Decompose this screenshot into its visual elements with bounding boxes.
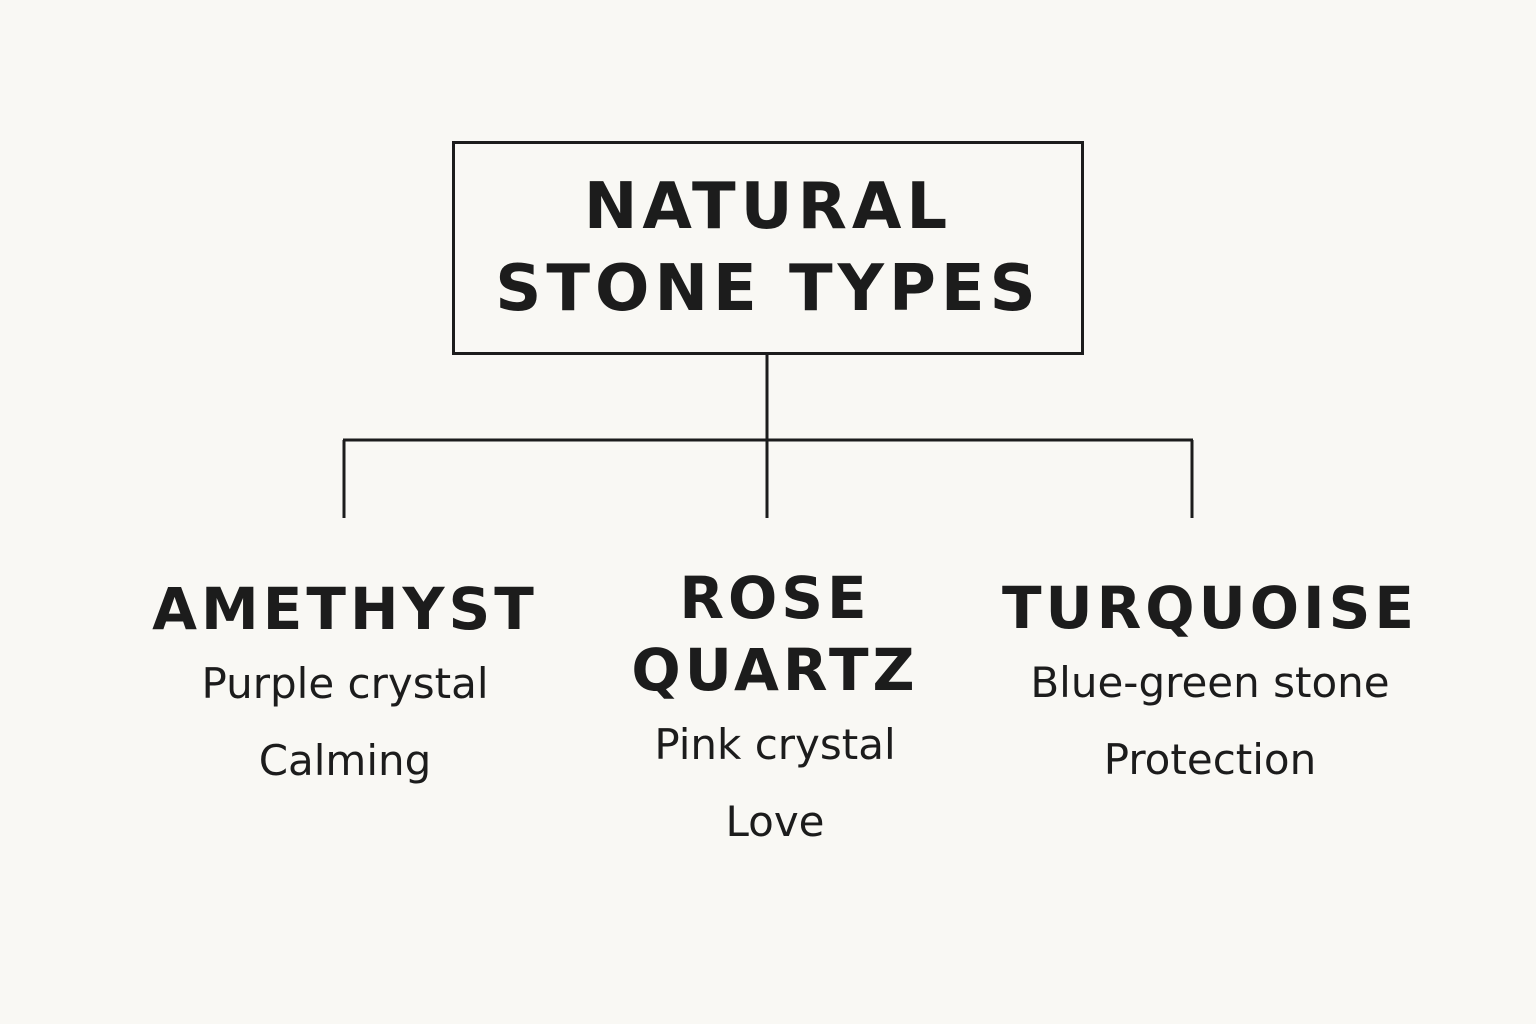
branch-title-line-2: QUARTZ [631,636,919,704]
branch-title: TURQUOISE [1001,574,1418,642]
root-title-line-1: NATURAL [583,170,953,244]
branch-title-line-1: ROSE [679,564,871,632]
branch-detail: Purple crystal [201,659,489,708]
branch-title: AMETHYST [152,575,538,643]
root-node: NATURAL STONE TYPES [452,141,1084,355]
branch-amethyst: AMETHYST Purple crystal Calming [140,573,550,799]
branch-detail: Calming [258,736,432,785]
branch-detail: Love [725,797,825,846]
branch-turquoise: TURQUOISE Blue-green stone Protection [1000,572,1420,798]
branch-rose-quartz: ROSE QUARTZ Pink crystal Love [585,562,965,860]
branch-detail: Pink crystal [654,720,896,769]
branch-detail: Blue-green stone [1030,658,1390,707]
root-title: NATURAL STONE TYPES [488,166,1048,330]
branch-detail: Protection [1103,735,1317,784]
root-title-line-2: STONE TYPES [495,252,1041,326]
